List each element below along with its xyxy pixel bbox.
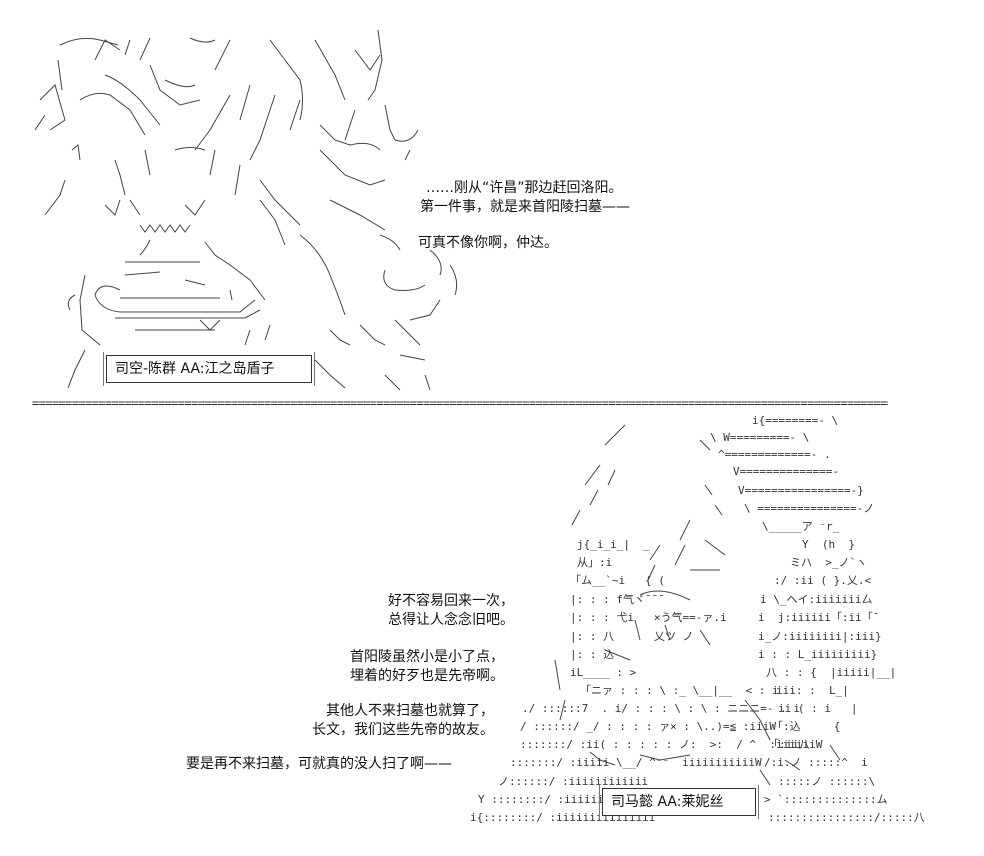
ascii-fragment: :::::ノ ::::::\ xyxy=(778,775,876,788)
top-caption-text: 司空-陈群 AA:江之岛盾子 xyxy=(115,361,275,377)
bottom-caption-text: 司马懿 AA:莱妮丝 xyxy=(611,794,724,810)
ascii-fragment: |: : : f气ヾ¯¯¯ xyxy=(570,593,665,606)
ascii-fragment: 「:込 { xyxy=(772,720,841,733)
ascii-fragment: 「ム__`~i { ( xyxy=(570,574,665,587)
ascii-fragment: / ::::::/ _/ : : : : ァ× : \..)=≦ :iiiW xyxy=(520,720,777,733)
bottom-speech-group-2: 首阳陵虽然小是小了点， 埋着的好歹也是先帝啊。 xyxy=(350,648,504,686)
ascii-fragment: 从」:i xyxy=(577,556,613,569)
ascii-fragment: 八 : : { |iiiii|__| xyxy=(766,666,897,679)
ascii-fragment: |: : 八 乂ツ ノ xyxy=(570,630,694,643)
top-speech-lines-1: ……刚从“许昌”那边赶回洛阳。 第一件事，就是来首阳陵扫墓—— xyxy=(420,179,630,217)
ascii-fragment: |: : 込 xyxy=(570,648,615,661)
bottom-speech-line-3: 首阳陵虽然小是小了点， xyxy=(350,649,504,665)
panel-divider: ========================================… xyxy=(32,399,888,407)
ascii-fragment: :::::::/ :iiiii \__/ ^⁻⁻ iiiiiiiiiiiW xyxy=(510,756,762,769)
bottom-speech-group-3: 其他人不来扫墓也就算了， 长文，我们这些先帝的故友。 xyxy=(312,702,494,740)
bottom-speech-line-5: 其他人不来扫墓也就算了， xyxy=(326,703,494,719)
ascii-fragment: ミハ >_ノ`ヽ xyxy=(790,556,868,569)
ascii-fragment: 「ニァ : : : \ :_ \__|__ < : i xyxy=(580,684,779,697)
bottom-speech-line-1: 好不容易回来一次， xyxy=(388,593,514,609)
ascii-fragment: i j:iiiiii「:ii「¯ xyxy=(758,611,880,624)
ascii-fragment: ^=============- . xyxy=(718,448,831,461)
ascii-fragment: 「:ii八 xyxy=(768,738,810,751)
ascii-fragment: iL____ : > xyxy=(570,666,637,679)
ascii-fragment: ::::::::::::::::/:::::八 xyxy=(768,811,925,824)
ascii-fragment: |: : : 弋i ×う气==-ァ.i xyxy=(570,611,727,624)
ascii-fragment: > `::::::::::::::ム xyxy=(764,793,888,806)
ascii-fragment: \_____ア ⁻r_ xyxy=(762,520,840,533)
ascii-fragment: \ W=========- \ xyxy=(710,431,810,444)
ascii-fragment: i : : L_iiiiiiiii} xyxy=(758,648,878,661)
ascii-fragment: :::::::/ :ii( : : : : : ノ: >: / ^ :iiiii… xyxy=(520,738,823,751)
bottom-speech-group-1: 好不容易回来一次， 总得让人念念旧吧。 xyxy=(388,592,514,630)
ascii-fragment: \ ===============-ノ xyxy=(744,502,875,515)
ascii-fragment: /:i.ノ :::::^ i xyxy=(764,756,868,769)
ascii-fragment: iii: : L_| xyxy=(776,684,849,697)
top-speech-line-1: ……刚从“许昌”那边赶回洛阳。 xyxy=(426,180,623,196)
ascii-fragment: ノ::::::/ :iiiiiiiiiiii xyxy=(498,775,649,788)
ascii-fragment: ii ( : i | xyxy=(778,702,858,715)
bottom-speech-line-6: 长文，我们这些先帝的故友。 xyxy=(312,722,494,738)
top-speech-lines-2: 可真不像你啊，仲达。 xyxy=(418,234,558,253)
top-caption: 司空-陈群 AA:江之岛盾子 xyxy=(103,352,315,386)
top-speech-line-3: 可真不像你啊，仲达。 xyxy=(418,235,558,251)
ascii-fragment: V================-} xyxy=(738,484,864,497)
bottom-speech-group-4: 要是再不来扫墓，可就真的没人扫了啊—— xyxy=(186,755,452,774)
ascii-fragment: V==============- xyxy=(733,465,839,478)
ascii-fragment: i \_ヘイ:iiiiiii厶 xyxy=(760,593,873,606)
ascii-fragment: i_ノ:iiiiiiii|:iii} xyxy=(758,630,882,643)
ascii-fragment: Y (h } xyxy=(802,538,855,551)
top-speech-line-2: 第一件事，就是来首阳陵扫墓—— xyxy=(420,199,630,215)
bottom-caption: 司马懿 AA:莱妮丝 xyxy=(599,785,759,819)
ascii-fragment: ./ ::::::7 . i/ : : : \ : \ : ニニニ=- . i xyxy=(522,702,801,715)
bottom-speech-line-4: 埋着的好歹也是先帝啊。 xyxy=(350,668,504,684)
ascii-fragment: j{_i_i_| _ xyxy=(577,538,650,551)
bottom-speech-line-2: 总得让人念念旧吧。 xyxy=(388,612,514,628)
bottom-speech-line-7: 要是再不来扫墓，可就真的没人扫了啊—— xyxy=(186,756,452,772)
ascii-fragment: i{========- \ xyxy=(752,414,839,427)
ascii-fragment: :/ :ii ( }.乂.< xyxy=(774,574,872,587)
